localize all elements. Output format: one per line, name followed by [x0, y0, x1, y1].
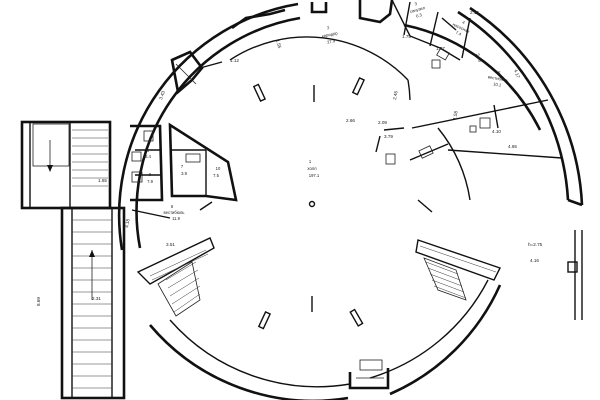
dim-4-65: 4.65	[508, 144, 517, 149]
room-labels: 1 холл 197.1 2 коридор 27.9 3 санузел 6.…	[145, 1, 510, 221]
dim-2-46: 2.46	[392, 90, 399, 100]
svg-text:санузел: санузел	[409, 5, 426, 14]
dim-8-69: 8.69	[36, 297, 41, 306]
column-piers	[199, 76, 433, 330]
svg-text:вестибюль: вестибюль	[488, 74, 510, 83]
south-entrance	[348, 359, 390, 390]
dim-1-77: 1.77	[436, 46, 445, 51]
dim-3-51: 3.51	[166, 242, 175, 247]
svg-text:2: 2	[327, 25, 331, 31]
svg-text:1: 1	[309, 159, 312, 164]
dim-2-16: 2.16	[470, 10, 479, 15]
svg-text:коридор: коридор	[321, 30, 338, 38]
dim-1-12: 1.12	[230, 58, 239, 63]
outer-wall-circle	[117, 2, 542, 400]
room-1-label: 1 холл 197.1	[307, 159, 319, 178]
svg-text:3.9: 3.9	[181, 171, 187, 176]
room-5-label: 5 вестибюль 10.1	[488, 70, 510, 88]
svg-text:9: 9	[149, 172, 152, 177]
svg-text:11.9: 11.9	[172, 216, 181, 221]
dim-1-58: 1.58	[452, 110, 459, 120]
room-9-label: 9 7.9	[147, 172, 153, 184]
level-mark: h=2.75	[528, 242, 543, 247]
dim-3-43: 3.43	[158, 90, 166, 101]
room-8-label: 8 3.4	[145, 148, 151, 159]
dim-4-17: 4.17	[513, 69, 521, 80]
svg-text:7.5: 7.5	[213, 173, 219, 178]
interior-stair-se	[415, 239, 501, 301]
svg-text:5: 5	[498, 70, 502, 75]
dim-1-55: 1.55	[275, 39, 282, 49]
svg-text:3.4: 3.4	[145, 154, 151, 159]
dim-4-16: 4.16	[530, 258, 539, 263]
svg-text:27.9: 27.9	[327, 38, 337, 45]
dim-1-65: 1.65	[98, 178, 107, 183]
svg-text:10: 10	[216, 166, 221, 171]
dim-3-79: 3.79	[384, 134, 393, 139]
svg-text:6.3: 6.3	[415, 12, 423, 19]
north-rooms	[231, 0, 471, 69]
svg-text:6: 6	[171, 204, 174, 209]
svg-text:7: 7	[181, 164, 184, 169]
svg-text:холл: холл	[307, 166, 317, 171]
interior-stair-sw	[136, 237, 215, 317]
dimension-labels: 1.65 2.31 8.69 4.10 4.65 3.51 3.43 2.66 …	[36, 10, 543, 306]
room-3-label: 3 санузел 6.3	[409, 1, 426, 19]
dim-2-66: 2.66	[346, 118, 355, 123]
svg-text:10.1: 10.1	[493, 81, 503, 87]
dim-3-46: 3.46	[475, 53, 483, 64]
svg-text:8: 8	[147, 148, 150, 153]
west-rooms	[130, 50, 238, 219]
east-wing-wall	[457, 6, 584, 320]
west-stairs	[20, 120, 126, 400]
svg-text:197.1: 197.1	[309, 173, 320, 178]
dim-4-10: 4.10	[492, 129, 501, 134]
svg-text:4: 4	[461, 20, 466, 26]
svg-text:7.9: 7.9	[147, 179, 153, 184]
room-6-label: 6 вестибюль 11.9	[164, 204, 186, 221]
inner-hall-arcs	[229, 36, 471, 201]
room-2-label: 2 коридор 27.9	[321, 25, 338, 45]
dim-4-18: 4.18	[124, 218, 131, 228]
svg-text:7.4: 7.4	[455, 30, 463, 37]
svg-text:3: 3	[414, 1, 418, 7]
room-7-label: 7 3.9	[181, 164, 188, 176]
dim-2-31: 2.31	[92, 296, 101, 301]
dim-2-09: 2.09	[378, 120, 387, 125]
svg-text:вестибюль: вестибюль	[164, 210, 186, 215]
room-10-label: 10 7.5	[213, 166, 221, 178]
dim-1-75: 1.75	[402, 34, 411, 39]
east-partitions	[375, 99, 563, 165]
